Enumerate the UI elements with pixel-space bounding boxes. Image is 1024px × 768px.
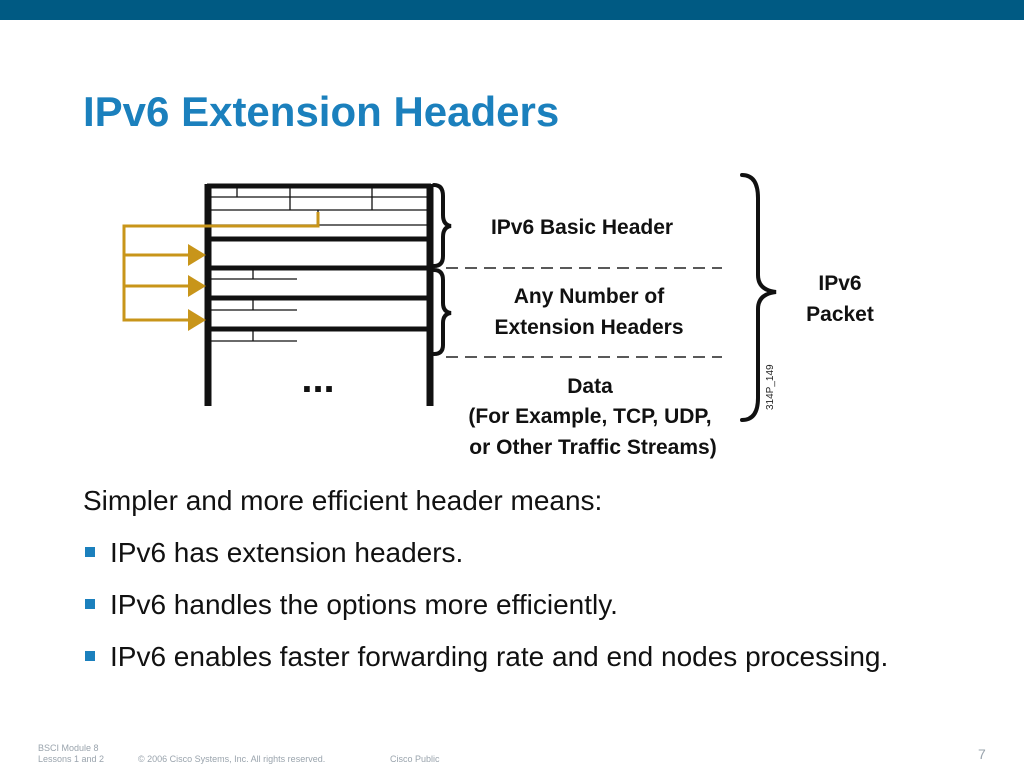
figure-code: 314P_149 bbox=[765, 364, 776, 410]
slide-body: Simpler and more efficient header means:… bbox=[83, 484, 963, 692]
basic-header-label: IPv6 Basic Header bbox=[491, 216, 673, 239]
bullet-text: IPv6 has extension headers. bbox=[110, 537, 464, 568]
footer-copyright: © 2006 Cisco Systems, Inc. All rights re… bbox=[138, 754, 326, 764]
packet-label-line2: Packet bbox=[806, 303, 874, 326]
data-label-line3: or Other Traffic Streams) bbox=[469, 436, 716, 459]
extension-headers-label-line2: Extension Headers bbox=[494, 316, 683, 339]
extension-headers-brace bbox=[432, 268, 452, 356]
arrow-head-1 bbox=[188, 244, 206, 266]
section-braces bbox=[432, 173, 777, 422]
arrow-head-3 bbox=[188, 309, 206, 331]
ellipsis-text: ... bbox=[301, 357, 334, 401]
footer-lessons: Lessons 1 and 2 bbox=[38, 754, 105, 764]
packet-label-line1: IPv6 bbox=[818, 272, 861, 295]
extension-headers-label-line1: Any Number of bbox=[514, 285, 666, 308]
bullet-square-icon bbox=[85, 599, 95, 609]
page-number: 7 bbox=[978, 746, 986, 762]
bullet-list: IPv6 has extension headers. IPv6 handles… bbox=[83, 536, 963, 673]
top-bar bbox=[0, 0, 1024, 20]
slide-title: IPv6 Extension Headers bbox=[83, 88, 560, 135]
dashed-separators bbox=[446, 267, 722, 358]
data-label-line2: (For Example, TCP, UDP, bbox=[468, 405, 711, 428]
basic-header-brace bbox=[432, 183, 452, 268]
data-label-line1: Data bbox=[567, 375, 613, 398]
next-header-arrows bbox=[122, 212, 320, 322]
footer-classification: Cisco Public bbox=[390, 754, 440, 764]
footer-module: BSCI Module 8 bbox=[38, 743, 99, 753]
arrow-heads bbox=[188, 244, 206, 331]
bullet-text: IPv6 enables faster forwarding rate and … bbox=[110, 641, 889, 672]
bullet-item: IPv6 handles the options more efficientl… bbox=[83, 588, 963, 621]
bullet-text: IPv6 handles the options more efficientl… bbox=[110, 589, 618, 620]
bullet-item: IPv6 has extension headers. bbox=[83, 536, 963, 569]
intro-text: Simpler and more efficient header means: bbox=[83, 485, 603, 516]
bullet-square-icon bbox=[85, 547, 95, 557]
arrow-head-2 bbox=[188, 275, 206, 297]
packet-brace bbox=[740, 173, 777, 422]
bullet-square-icon bbox=[85, 651, 95, 661]
bullet-item: IPv6 enables faster forwarding rate and … bbox=[83, 640, 963, 673]
